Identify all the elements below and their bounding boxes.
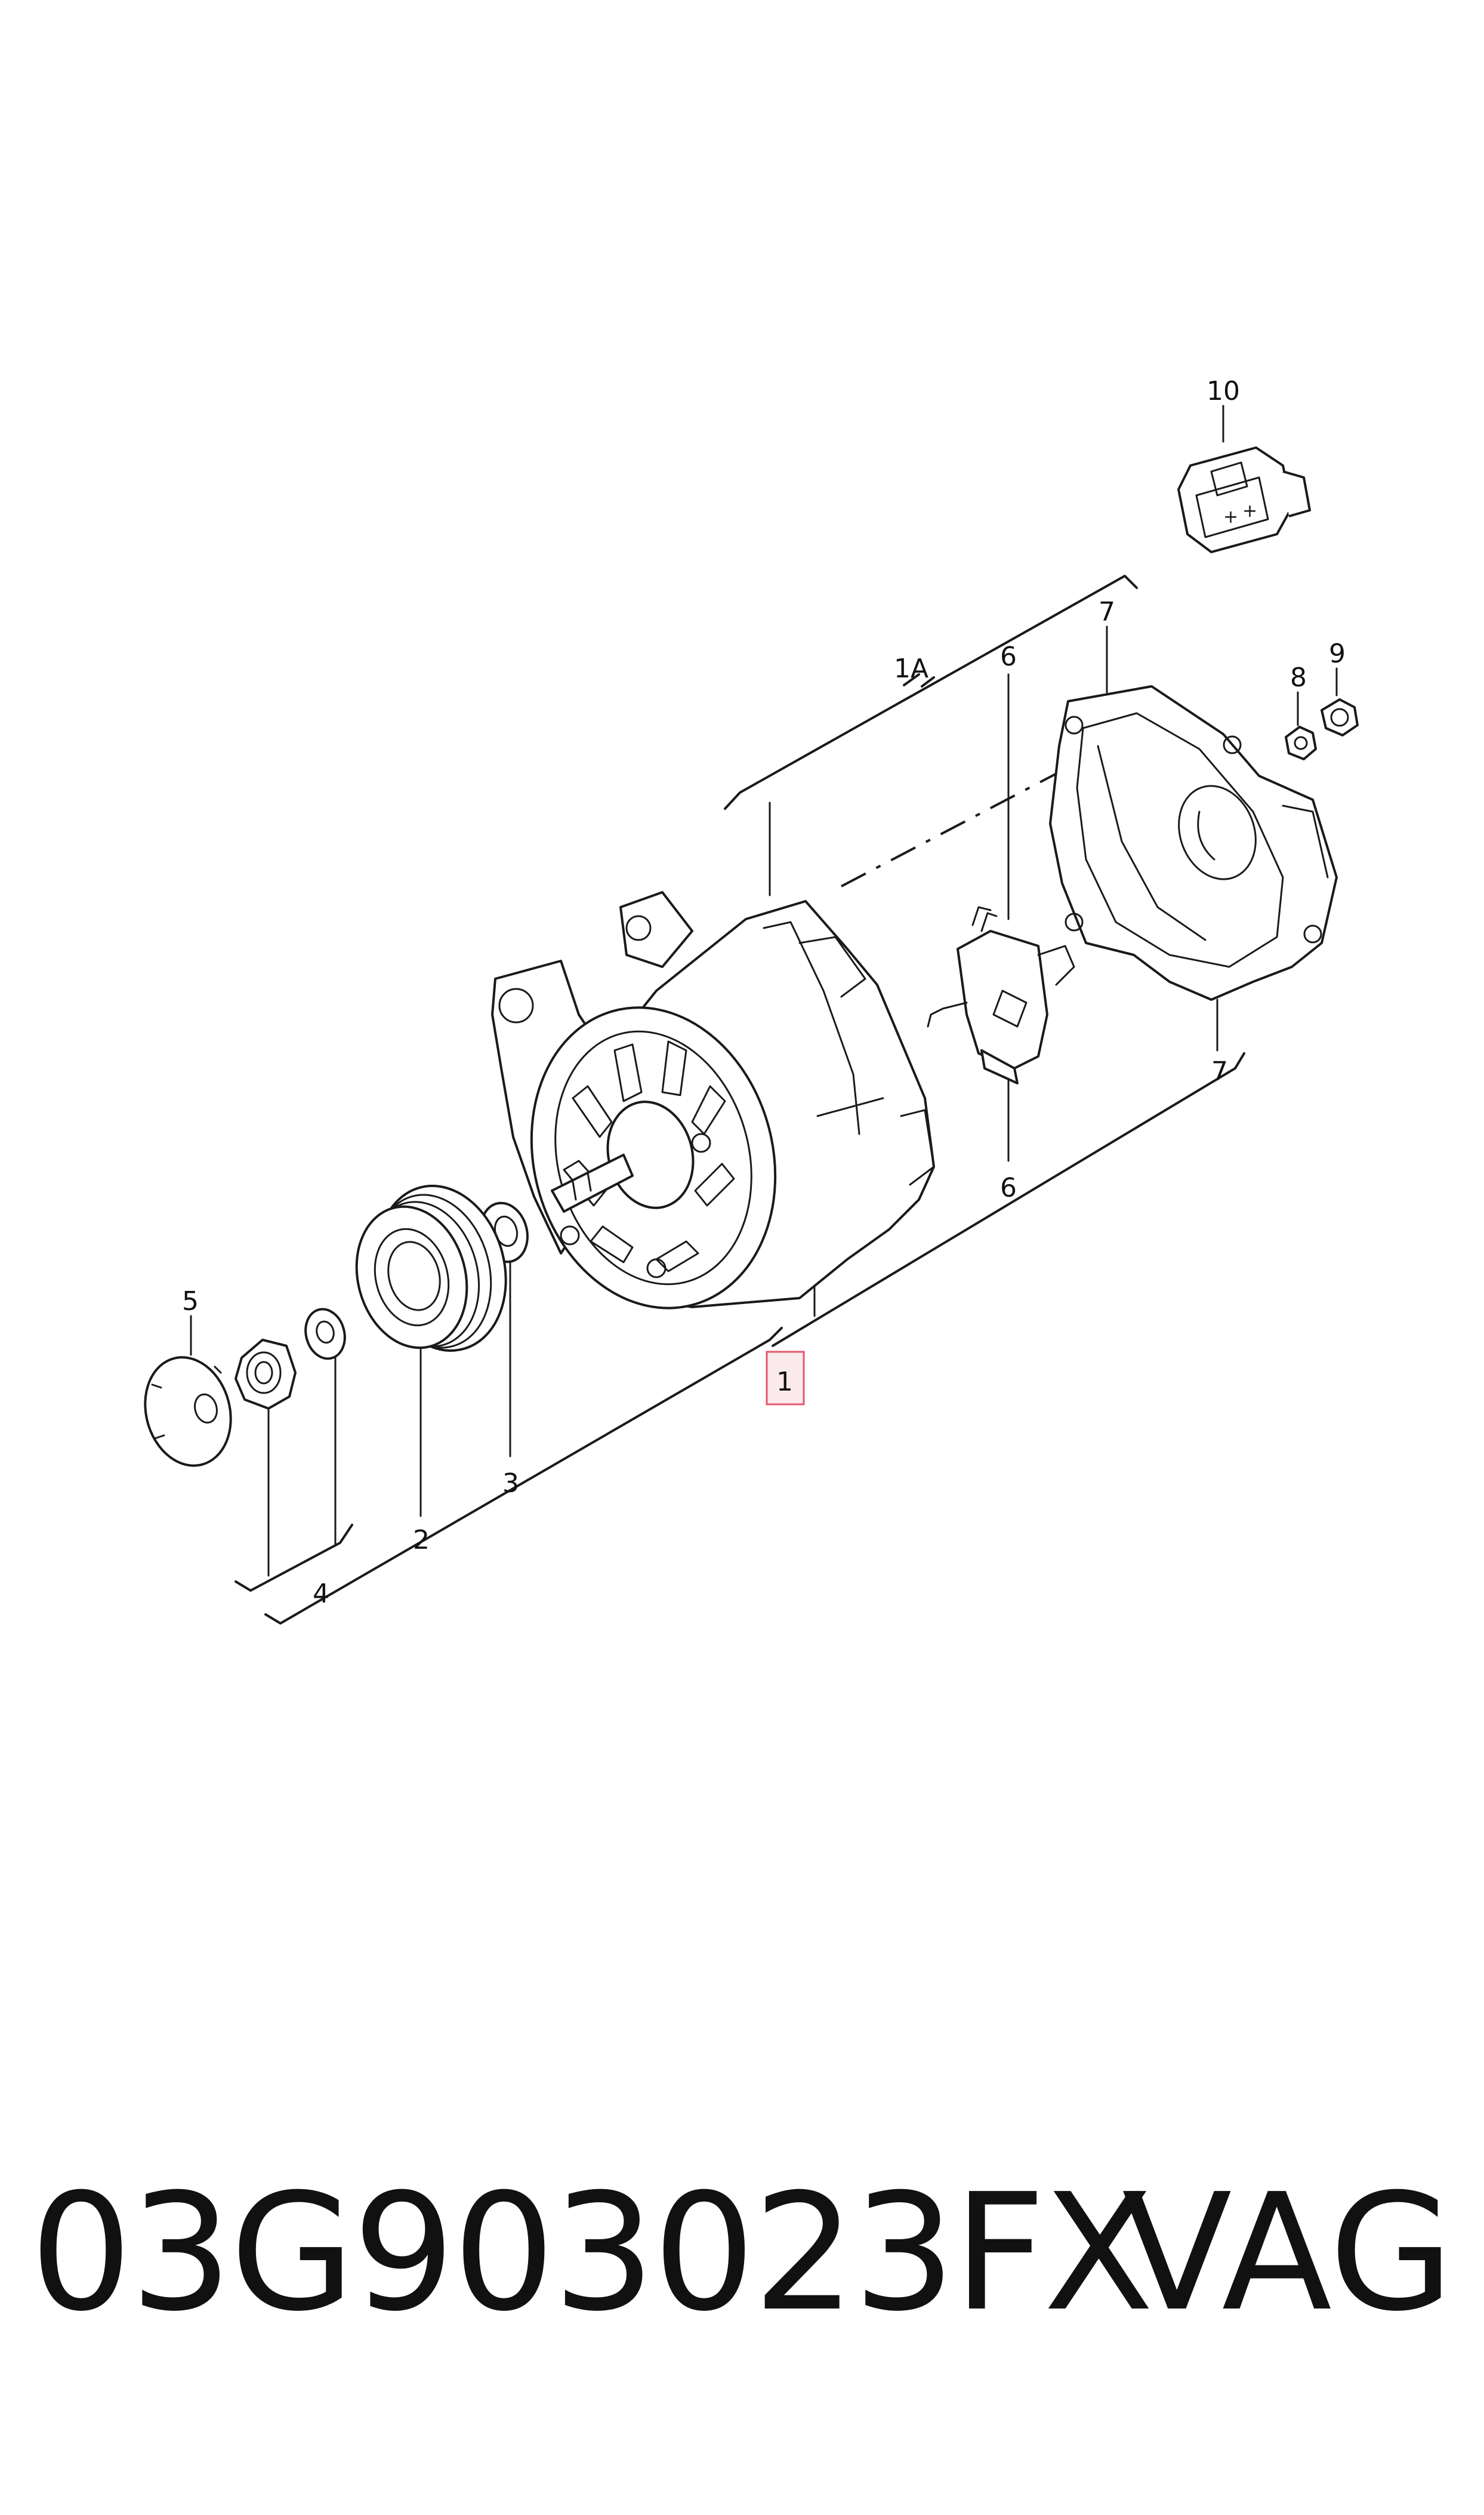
brand-name: VAG (1122, 2159, 1454, 2347)
callout-6-bottom[interactable]: 6 (1000, 1173, 1017, 1203)
rear-cover (1049, 685, 1338, 1001)
bracket-1A (724, 575, 1138, 810)
callout-1A[interactable]: 1A (894, 654, 928, 684)
hex-nut (235, 1339, 297, 1410)
callout-8[interactable]: 8 (1290, 662, 1307, 693)
callout-5[interactable]: 5 (182, 1286, 199, 1317)
callout-4[interactable]: 4 (313, 1579, 329, 1609)
pulley (355, 1185, 507, 1352)
callout-6-top[interactable]: 6 (1000, 642, 1017, 672)
callout-3[interactable]: 3 (502, 1468, 519, 1499)
protective-cap (144, 1356, 232, 1467)
nut-8 (1285, 726, 1317, 760)
washer (304, 1308, 346, 1360)
callout-7-top[interactable]: 7 (1099, 597, 1115, 627)
callout-7-bottom[interactable]: 7 (1211, 1056, 1228, 1087)
callout-1-highlight (766, 1351, 805, 1406)
axis-centerline (841, 754, 1093, 887)
plug-connector: + + (1177, 446, 1311, 553)
svg-text:+: + (1223, 507, 1238, 528)
bracket-1 (264, 1052, 1245, 1625)
nut-9 (1321, 698, 1359, 736)
callout-9[interactable]: 9 (1329, 639, 1346, 669)
voltage-regulator (927, 906, 1075, 1084)
callout-10[interactable]: 10 (1207, 376, 1240, 406)
bracket-4 (235, 1524, 353, 1592)
exploded-parts-diagram: + + 1 1A 2 3 4 5 6 6 7 7 8 9 10 (144, 376, 1359, 1625)
callout-2[interactable]: 2 (413, 1525, 430, 1555)
alternator-body (491, 891, 935, 1309)
part-number: 03G903023FX (30, 2159, 1154, 2347)
callout-1[interactable]: 1 (776, 1367, 793, 1397)
svg-text:+: + (1242, 501, 1257, 522)
